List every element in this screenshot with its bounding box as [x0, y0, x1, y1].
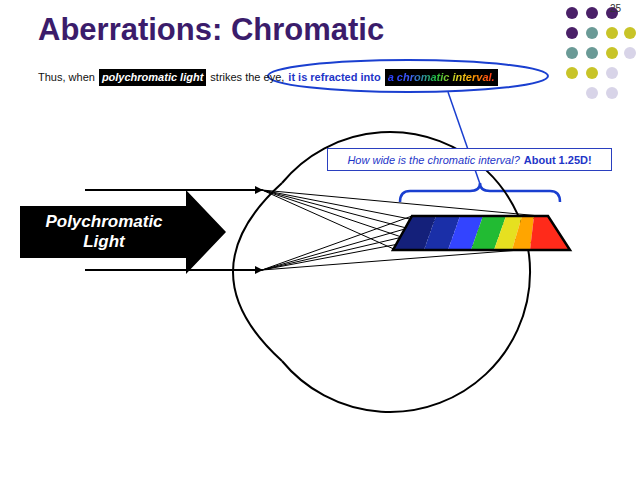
dot [586, 27, 598, 39]
callout-text: How wide is the chromatic interval? [347, 154, 519, 166]
light-ray [85, 189, 262, 191]
dot [566, 67, 578, 79]
ray [262, 216, 492, 270]
dot [586, 7, 598, 19]
slide-title: Aberrations: Chromatic [38, 12, 384, 48]
arrow-fill [20, 190, 226, 274]
callout-text: About 1.25D! [524, 154, 592, 166]
light-ray [85, 269, 262, 271]
dot [624, 27, 636, 39]
dot [566, 47, 578, 59]
spectrum [393, 216, 570, 250]
refracted-rays [262, 190, 568, 270]
page-number: 25 [610, 3, 621, 14]
dot [566, 7, 578, 19]
rainbow-term: a chromatic interval. [388, 71, 495, 83]
cornea [233, 183, 282, 361]
sentence-text: Thus, when [38, 70, 95, 85]
block-arrow: Polychromatic Light [20, 190, 226, 274]
ray [262, 216, 450, 270]
decor-dots [566, 7, 636, 99]
spectrum-outline [393, 216, 570, 250]
highlighted-term: polychromatic light [99, 69, 206, 86]
eye-globe [282, 132, 530, 412]
dot [606, 47, 618, 59]
highlight-oval [268, 60, 548, 92]
emphasized-text: it is refracted into [288, 70, 380, 85]
sentence-row: Thus, when polychromatic light strikes the… [38, 69, 498, 86]
ray [262, 216, 546, 270]
sentence-text: strikes the eye, [210, 70, 284, 85]
ray [262, 190, 440, 250]
dot [586, 47, 598, 59]
dot [624, 47, 636, 59]
bracket [400, 183, 560, 202]
dot [606, 87, 618, 99]
ray [262, 250, 520, 270]
ray [262, 190, 568, 250]
highlight-box: a chromatic interval. [385, 69, 498, 86]
dot [586, 87, 598, 99]
dot [606, 27, 618, 39]
dot [606, 67, 618, 79]
callout-box: How wide is the chromatic interval? About… [327, 148, 612, 171]
ray [262, 216, 412, 270]
arrow-label: Polychromatic Light [24, 206, 184, 258]
ray [262, 190, 540, 216]
dot [586, 67, 598, 79]
ray [262, 190, 490, 250]
dot [566, 27, 578, 39]
